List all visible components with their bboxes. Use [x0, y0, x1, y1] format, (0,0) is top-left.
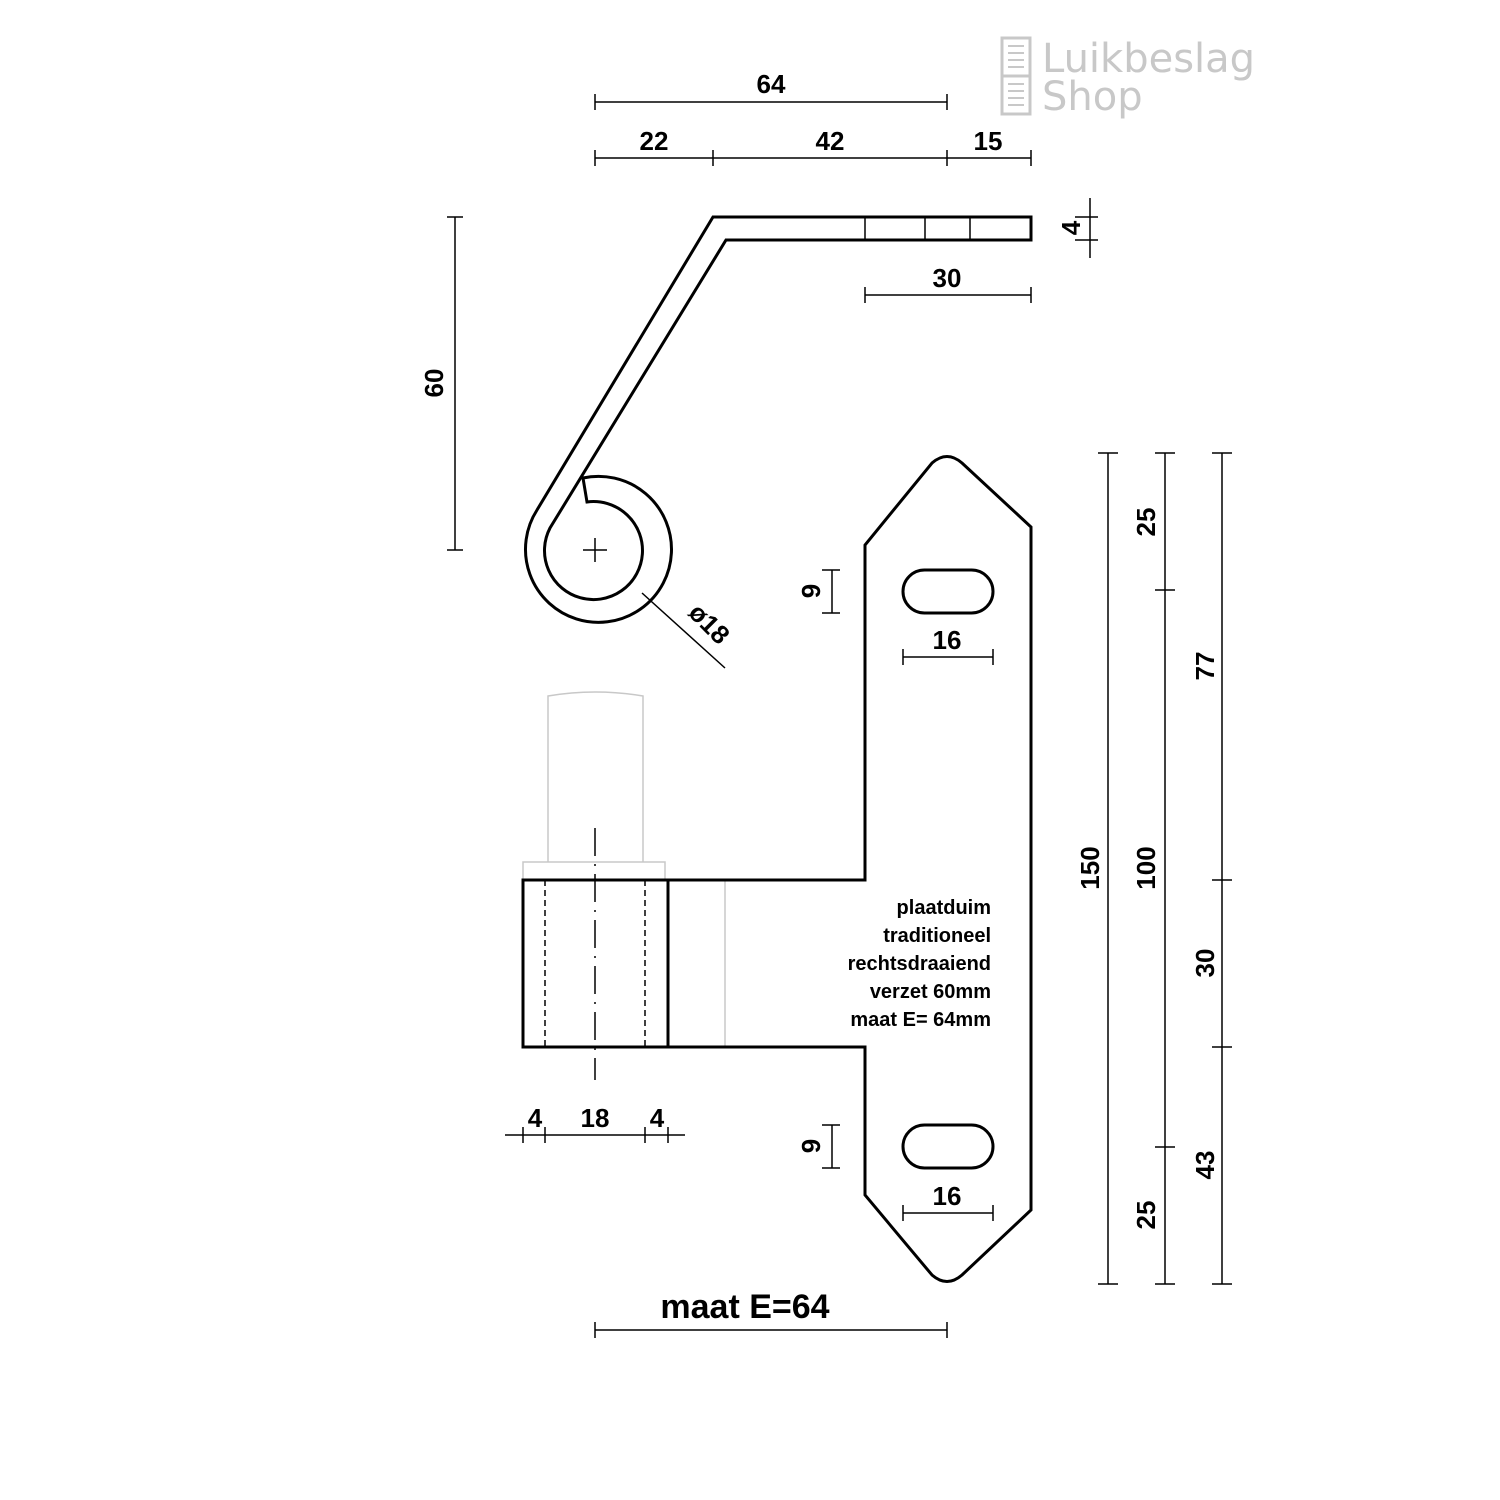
dim-15: 15 [974, 126, 1003, 156]
dim-30-barrel: 30 [1190, 949, 1220, 978]
logo-text-line2: Shop [1042, 74, 1143, 120]
description-line: verzet 60mm [870, 981, 991, 1003]
plate-front-view: 9 16 9 16 4 18 4 plaatduim traditioneel … [505, 455, 1033, 1338]
dim-slot-height-bottom: 9 [796, 1139, 826, 1153]
dim-43: 43 [1190, 1151, 1220, 1180]
dim-42: 42 [816, 126, 845, 156]
dim-overall-64: 64 [757, 69, 786, 99]
maat-label: maat E=64 [660, 1288, 829, 1326]
description-line: maat E= 64mm [850, 1009, 991, 1031]
dim-height-150: 150 [1075, 846, 1105, 889]
dim-slot-width-top: 16 [933, 625, 962, 655]
top-slot [901, 568, 995, 615]
dim-barrel-wall-left: 4 [528, 1103, 543, 1133]
top-dimensions: 64 22 42 15 [594, 69, 1032, 166]
logo: Luikbeslag Shop [1000, 36, 1255, 120]
logo-text-line1: Luikbeslag [1042, 36, 1255, 82]
bracket-top-view: 4 30 60 ø18 [419, 198, 1098, 669]
dim-30: 30 [933, 263, 962, 293]
dim-22: 22 [640, 126, 669, 156]
dim-slot-height-top: 9 [796, 584, 826, 598]
dim-77: 77 [1190, 652, 1220, 681]
dim-25-bottom: 25 [1131, 1201, 1161, 1230]
logo-icon [1000, 36, 1032, 116]
description-line: rechtsdraaiend [848, 953, 991, 975]
description-line: plaatduim [897, 897, 991, 919]
description: plaatduim traditioneel rechtsdraaiend ve… [848, 897, 991, 1031]
dim-offset-60: 60 [419, 369, 449, 398]
dim-slot-width-bottom: 16 [933, 1181, 962, 1211]
dim-thickness-4: 4 [1056, 220, 1086, 235]
dim-25-top: 25 [1131, 508, 1161, 537]
dim-100: 100 [1131, 846, 1161, 889]
bottom-slot [901, 1123, 995, 1170]
dim-barrel-bore: 18 [581, 1103, 610, 1133]
dim-diameter-18: ø18 [683, 597, 736, 650]
center-cross-icon [583, 538, 607, 562]
dim-barrel-wall-right: 4 [650, 1103, 665, 1133]
description-line: traditioneel [883, 925, 991, 947]
height-dimensions: 150 25 100 25 77 30 43 [1075, 452, 1232, 1285]
